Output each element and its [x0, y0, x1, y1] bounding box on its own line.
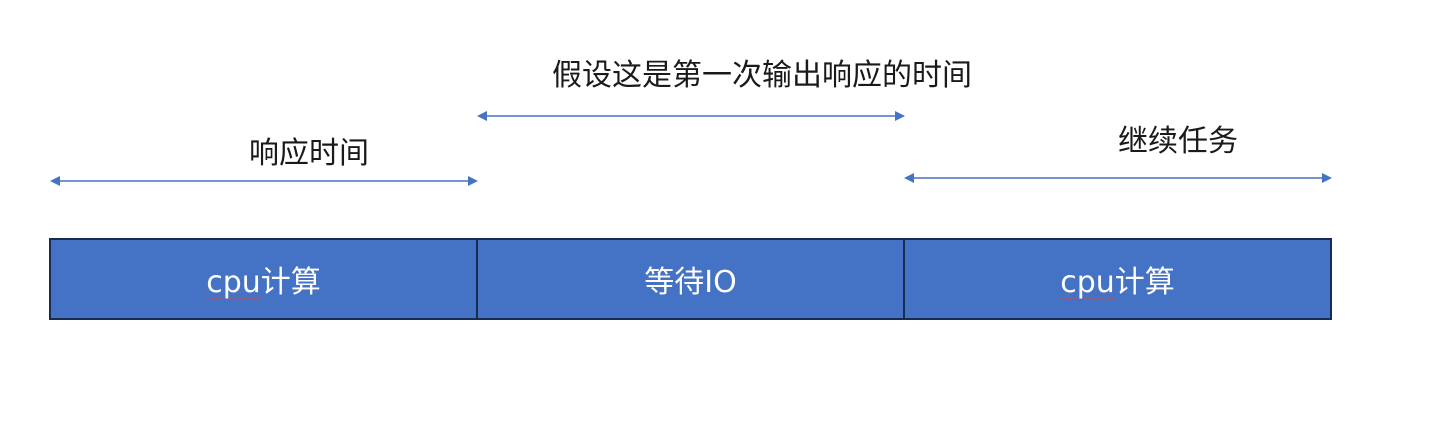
span-label-continue-task: 继续任务: [1118, 124, 1238, 159]
span-label-response-time: 响应时间: [249, 136, 369, 171]
segment-label-suffix: 计算: [260, 265, 321, 300]
double-arrow-icon-first-output: [477, 110, 905, 122]
segment-label: 等待IO: [644, 265, 737, 300]
segment-cpu-compute-2: cpu计算: [903, 240, 1330, 318]
segment-cpu-compute-1: cpu计算: [51, 240, 476, 318]
segment-label-suffix: 计算: [1114, 265, 1175, 300]
span-label-first-output: 假设这是第一次输出响应的时间: [552, 58, 972, 93]
segment-label: cpu计算: [206, 257, 321, 301]
segment-wait-io: 等待IO: [476, 240, 903, 318]
segment-label: cpu计算: [1060, 257, 1175, 301]
double-arrow-icon-continue-task: [904, 172, 1332, 184]
timeline-bar: cpu计算 等待IO cpu计算: [49, 238, 1332, 320]
segment-label-prefix: cpu: [206, 265, 261, 300]
segment-label-prefix: cpu: [1060, 265, 1115, 300]
double-arrow-icon-response-time: [50, 175, 478, 187]
